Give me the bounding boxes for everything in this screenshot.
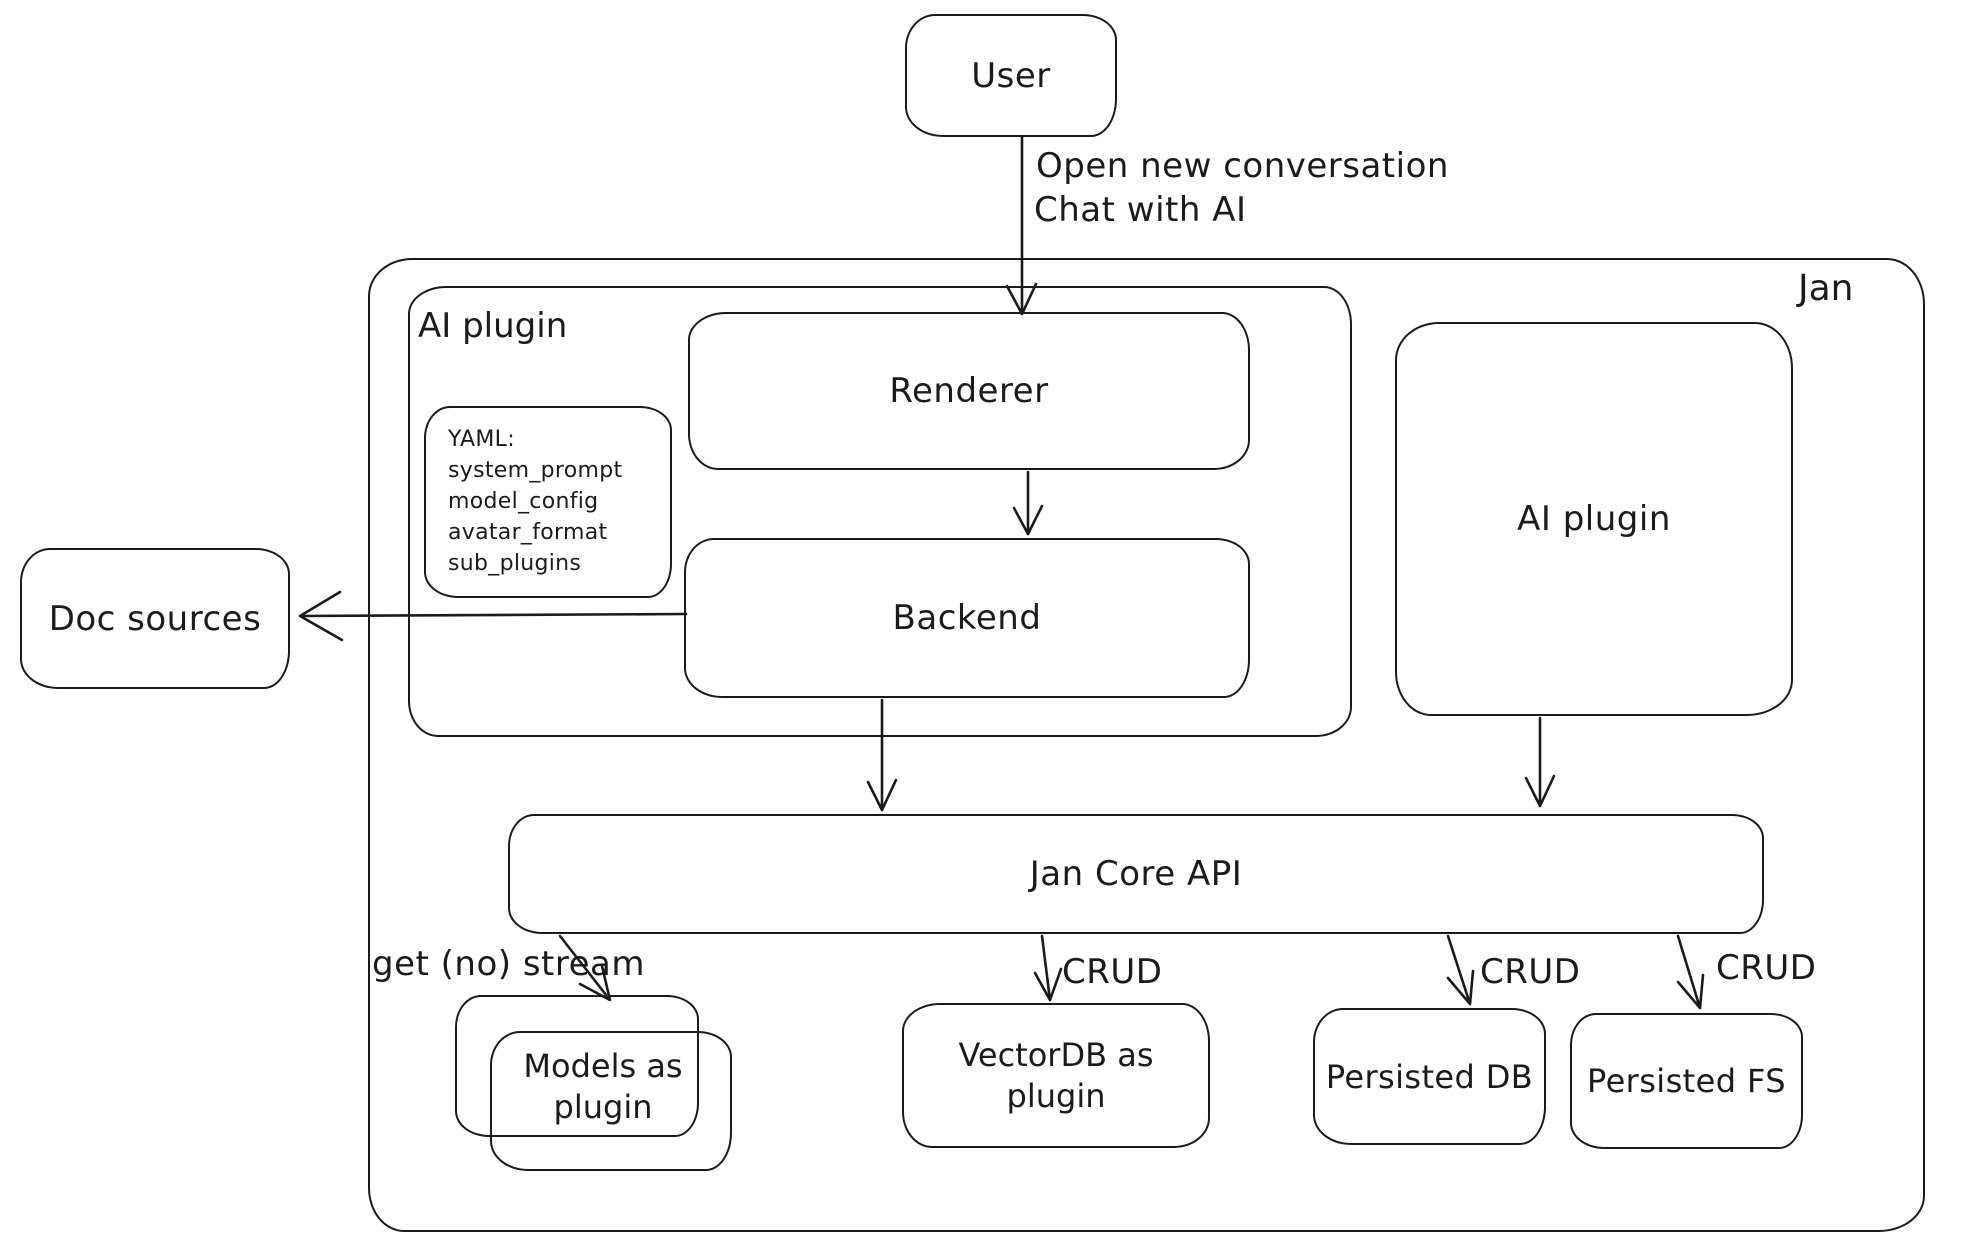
edge-label-crud-persisted-fs: CRUD (1716, 948, 1817, 988)
node-doc-sources-label: Doc sources (48, 598, 262, 639)
node-persisted-fs: Persisted FS (1570, 1013, 1803, 1149)
container-jan (368, 258, 1925, 1232)
yaml-note-line: avatar_format (448, 520, 608, 545)
node-persisted-db-label: Persisted DB (1325, 1057, 1534, 1096)
arrow-api-to-persisted-fs (1676, 934, 1705, 1010)
yaml-note-text: YAML: system_prompt model_config avatar_… (426, 408, 622, 579)
node-backend-label: Backend (892, 598, 1042, 638)
node-vectordb: VectorDB as plugin (902, 1003, 1210, 1148)
container-ai-plugin (408, 286, 1352, 737)
arrow-api-to-persisted-db (1446, 934, 1475, 1006)
edge-label-get-no-stream: get (no) stream (372, 944, 645, 984)
node-models-plugin-front (490, 1031, 732, 1171)
container-jan-label: Jan (1798, 268, 1854, 309)
node-user: User (905, 14, 1117, 137)
node-doc-sources: Doc sources (20, 548, 290, 689)
arrow-user-to-renderer (1005, 135, 1038, 316)
node-persisted-fs-label: Persisted FS (1587, 1062, 1786, 1100)
node-models-plugin-label: Models as plugin (523, 1047, 683, 1126)
node-backend: Backend (684, 538, 1250, 698)
node-ai-plugin-right-label: AI plugin (1517, 499, 1671, 539)
arrow-renderer-to-backend (1012, 470, 1044, 536)
node-renderer-label: Renderer (889, 371, 1049, 411)
arrow-ai-plugin-right-to-jan-core-api (1524, 716, 1556, 808)
node-ai-plugin-right: AI plugin (1395, 322, 1793, 716)
arrow-api-to-models (558, 934, 612, 1002)
arrow-backend-to-jan-core-api (866, 698, 898, 812)
node-renderer: Renderer (688, 312, 1250, 470)
edge-label-open-new-conversation: Open new conversation (1036, 146, 1449, 186)
yaml-note-line: model_config (448, 489, 599, 514)
node-vectordb-label: VectorDB as plugin (958, 1035, 1154, 1115)
edge-label-crud-persisted-db: CRUD (1480, 952, 1581, 992)
node-yaml-note: YAML: system_prompt model_config avatar_… (424, 406, 672, 598)
yaml-note-line: system_prompt (448, 458, 623, 483)
arrow-api-to-vectordb (1033, 934, 1063, 1002)
edge-label-crud-vectordb: CRUD (1062, 952, 1163, 992)
arrow-backend-to-doc-sources (298, 590, 688, 642)
node-jan-core-api-label: Jan Core API (1029, 854, 1243, 894)
container-ai-plugin-label: AI plugin (418, 306, 568, 346)
yaml-note-line: sub_plugins (448, 551, 582, 576)
node-user-label: User (971, 55, 1051, 96)
node-persisted-db: Persisted DB (1313, 1008, 1546, 1145)
node-jan-core-api: Jan Core API (508, 814, 1764, 934)
yaml-note-line: YAML: (448, 427, 515, 452)
edge-label-chat-with-ai: Chat with AI (1034, 190, 1247, 230)
